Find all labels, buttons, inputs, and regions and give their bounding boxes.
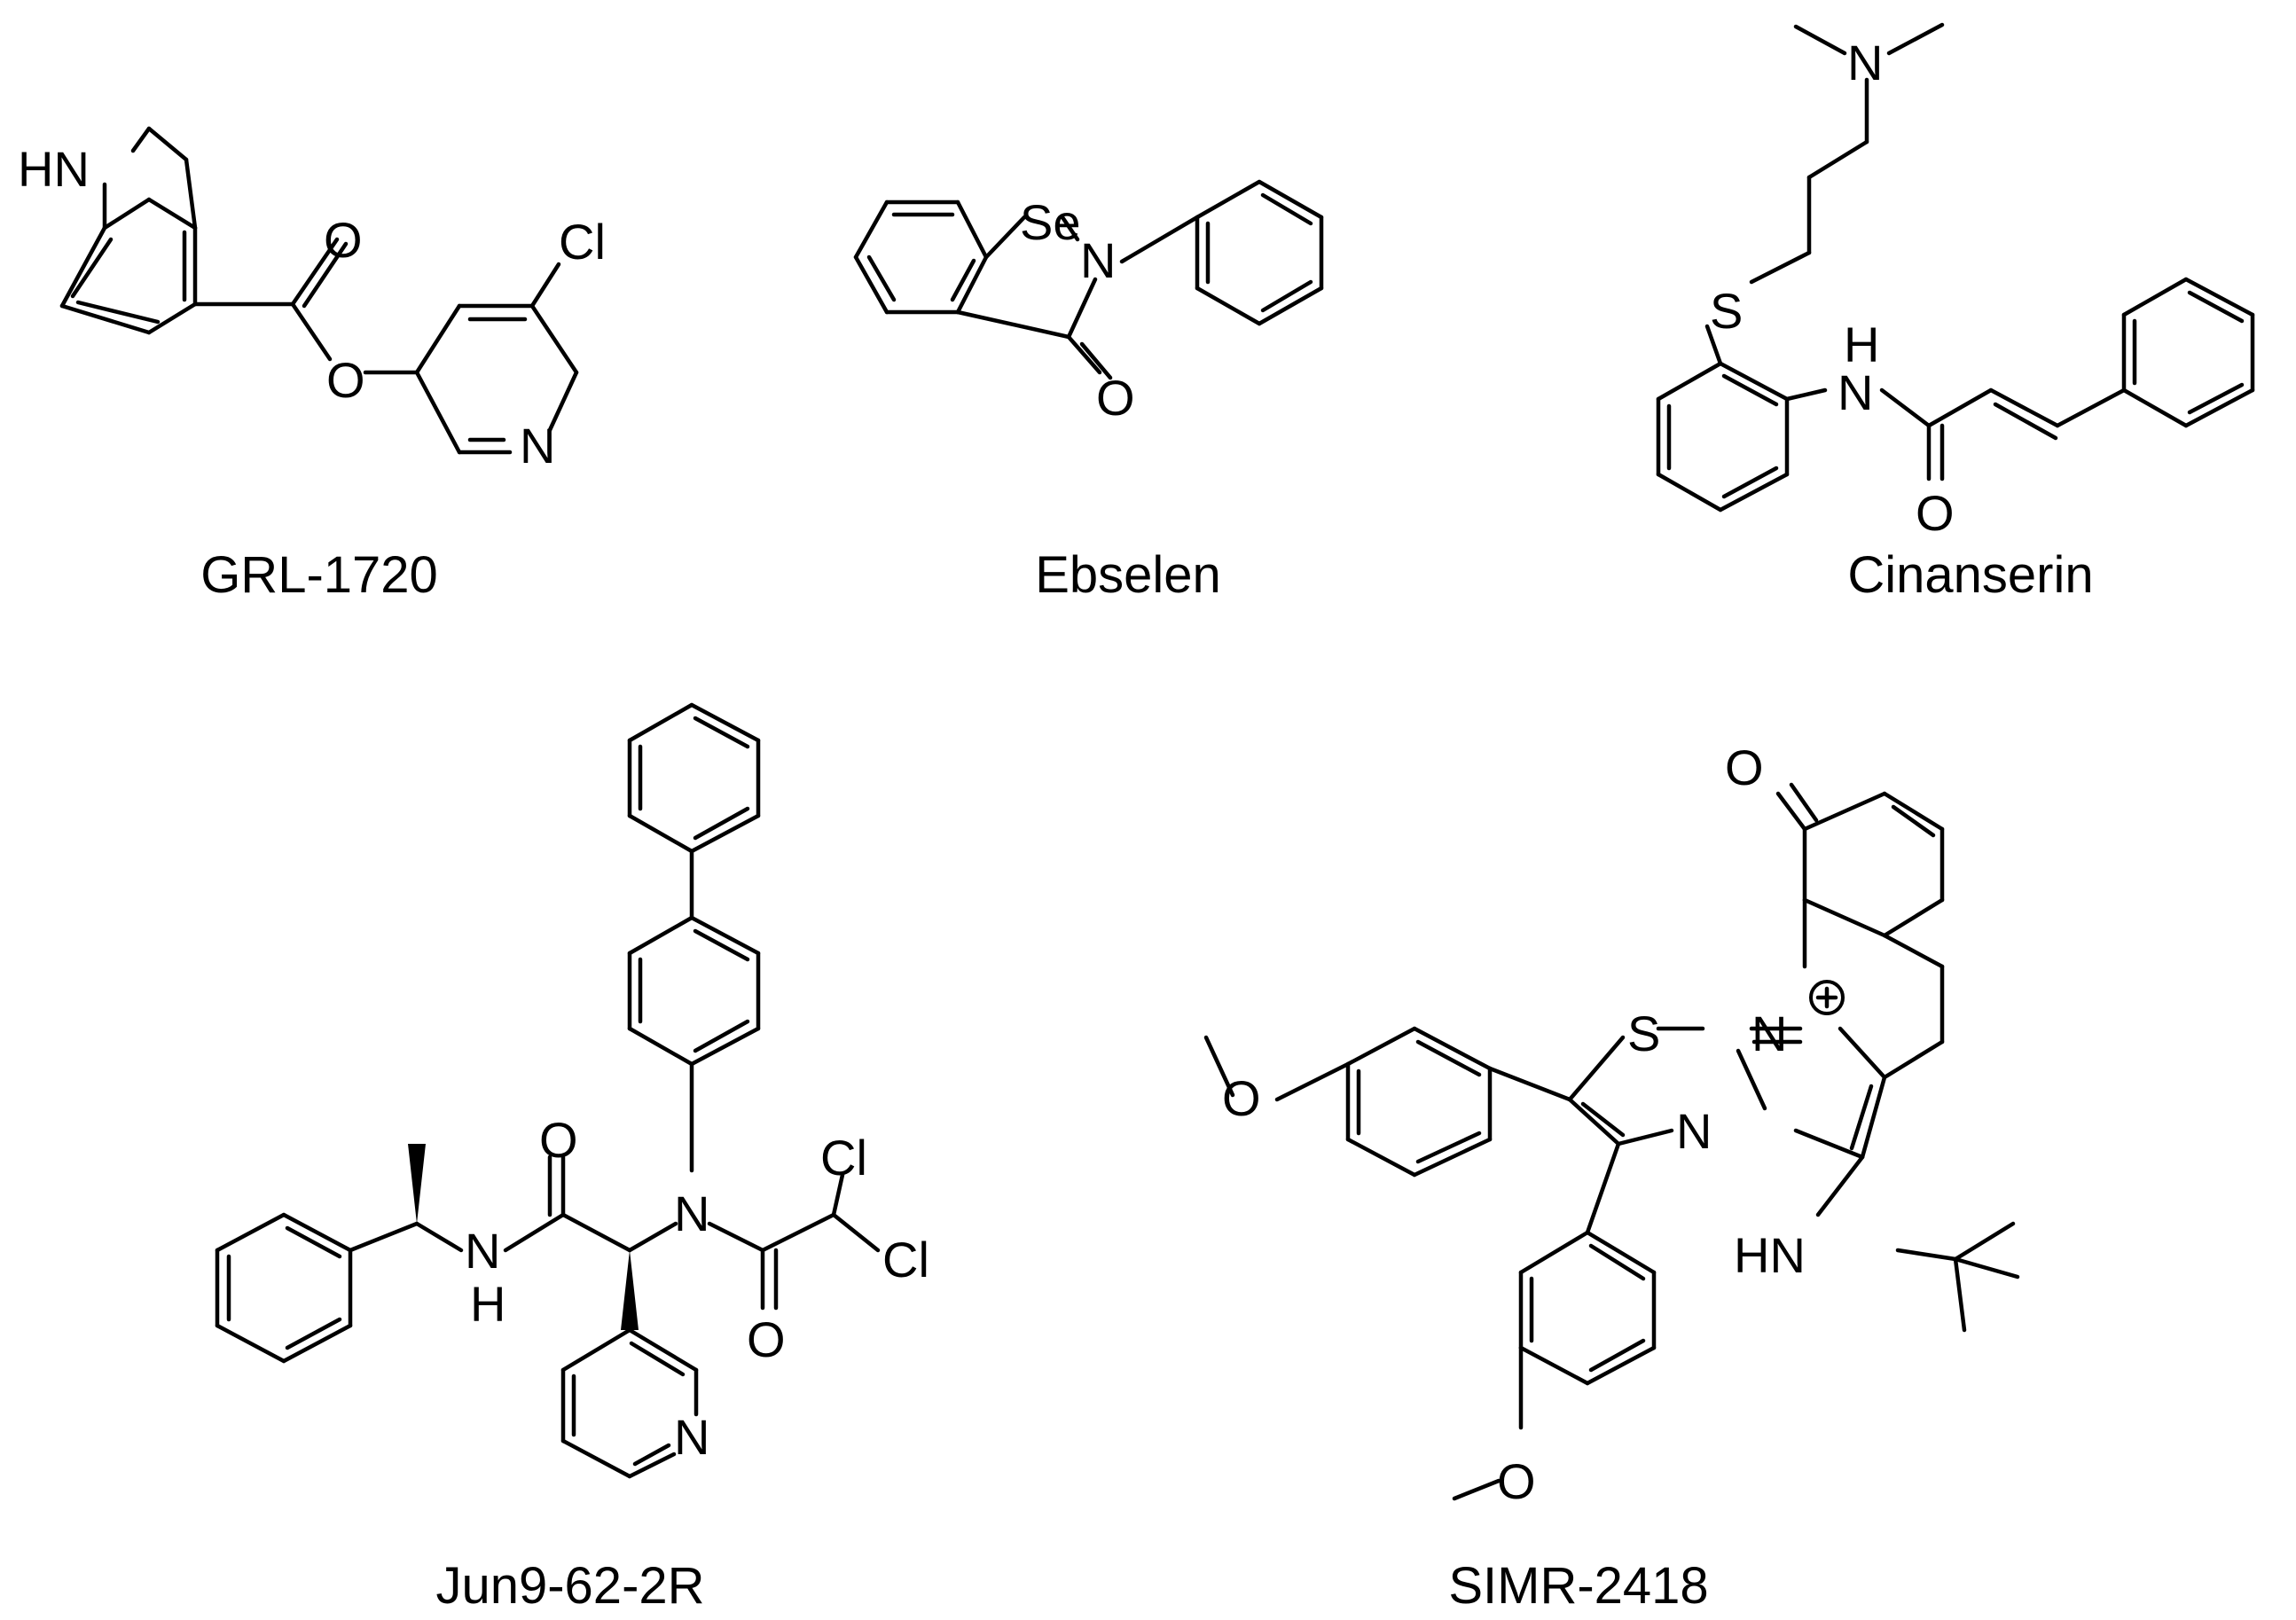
cinanserin-structure — [1656, 22, 2255, 513]
atom-label: H — [470, 1276, 505, 1332]
atom-label: O — [539, 1112, 578, 1168]
atom-label: N — [1751, 1006, 1787, 1061]
atom-label: O — [1725, 740, 1764, 795]
atom-label: O — [1497, 1453, 1536, 1509]
atom-label: HN — [1734, 1227, 1806, 1283]
compound-name-cinanserin: Cinanserin — [1847, 546, 2093, 604]
atom-label: N — [520, 418, 555, 473]
grl-1720-structure — [59, 126, 579, 455]
jun9-62-2r-structure — [215, 702, 881, 1479]
compound-name-grl-1720: GRL-1720 — [200, 546, 438, 604]
atom-label: N — [674, 1409, 709, 1465]
atom-label: O — [324, 212, 363, 268]
atom-label: Cl — [820, 1130, 867, 1186]
atom-label: N — [1676, 1103, 1712, 1159]
atom-label: Cl — [882, 1232, 929, 1287]
atom-label: Se — [1020, 194, 1081, 250]
ebselen-structure — [853, 179, 1324, 380]
atom-label: H — [1844, 317, 1879, 372]
atom-label: O — [747, 1311, 786, 1367]
atom-label: HN — [18, 141, 90, 197]
atom-label: O — [326, 352, 365, 408]
simr-2418-structure — [1203, 782, 2020, 1501]
compound-name-jun9-62-2r: Jun9-62-2R — [435, 1557, 704, 1615]
compound-name-simr-2418: SIMR-2418 — [1448, 1557, 1708, 1615]
atom-label: N — [465, 1223, 500, 1279]
atom-label: S — [1627, 1006, 1660, 1061]
atom-label: Cl — [559, 214, 606, 270]
atom-label: N — [1838, 364, 1873, 420]
compound-name-ebselen: Ebselen — [1035, 546, 1221, 604]
atom-label: N — [674, 1186, 709, 1241]
atom-label: O — [1222, 1070, 1261, 1126]
atom-label: O — [1916, 485, 1955, 541]
atom-label: N — [1847, 35, 1883, 90]
atom-label: S — [1710, 283, 1743, 339]
atom-label: O — [1096, 370, 1135, 426]
atom-label: N — [1080, 232, 1116, 288]
positive-charge-circle — [1809, 980, 1845, 1015]
